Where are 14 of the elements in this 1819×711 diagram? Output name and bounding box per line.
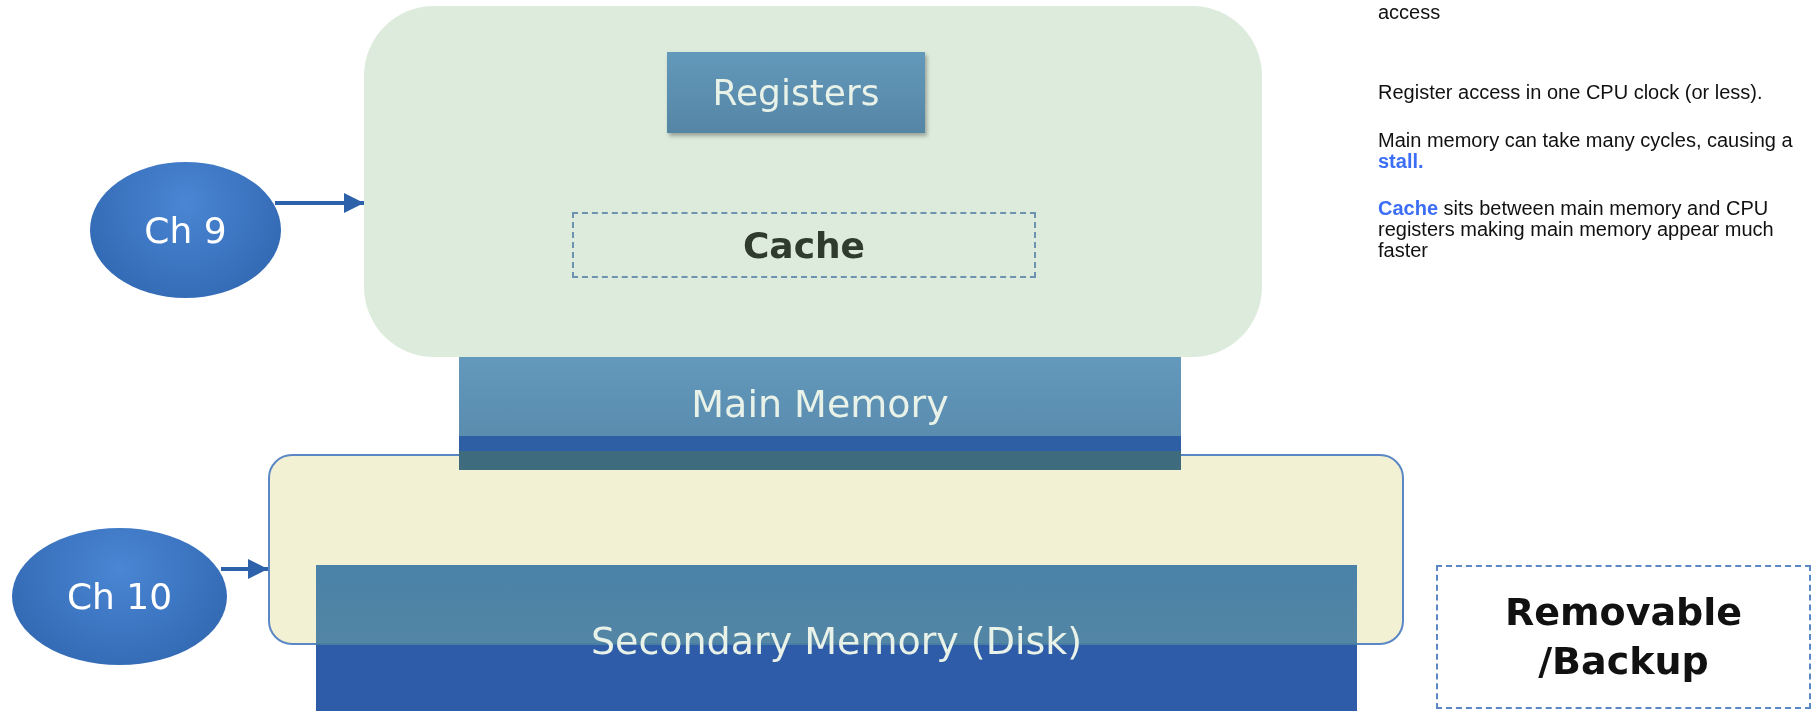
note-text: Register access in one CPU clock (or less). xyxy=(1378,82,1764,103)
removable-backup-box: Removable /Backup xyxy=(1436,565,1811,709)
callout-bubble: Ch 9 xyxy=(90,162,281,298)
secondary-memory-box: Secondary Memory (Disk) xyxy=(316,565,1357,711)
callout-bubble: Ch 10 xyxy=(12,528,227,665)
note-text: access xyxy=(1378,2,1442,23)
cache-box: Cache xyxy=(572,212,1036,278)
callout-pointer xyxy=(221,559,268,579)
registers-box: Registers xyxy=(667,52,925,133)
main-memory-box: Main Memory xyxy=(459,357,1181,470)
note-text: Main memory can take many cycles, causing a stall. xyxy=(1378,130,1794,172)
callout-pointer xyxy=(275,193,364,213)
cpu-region xyxy=(364,6,1262,357)
note-text: Cache sits between main memory and CPU registers making main memory appear much faster xyxy=(1378,198,1775,261)
